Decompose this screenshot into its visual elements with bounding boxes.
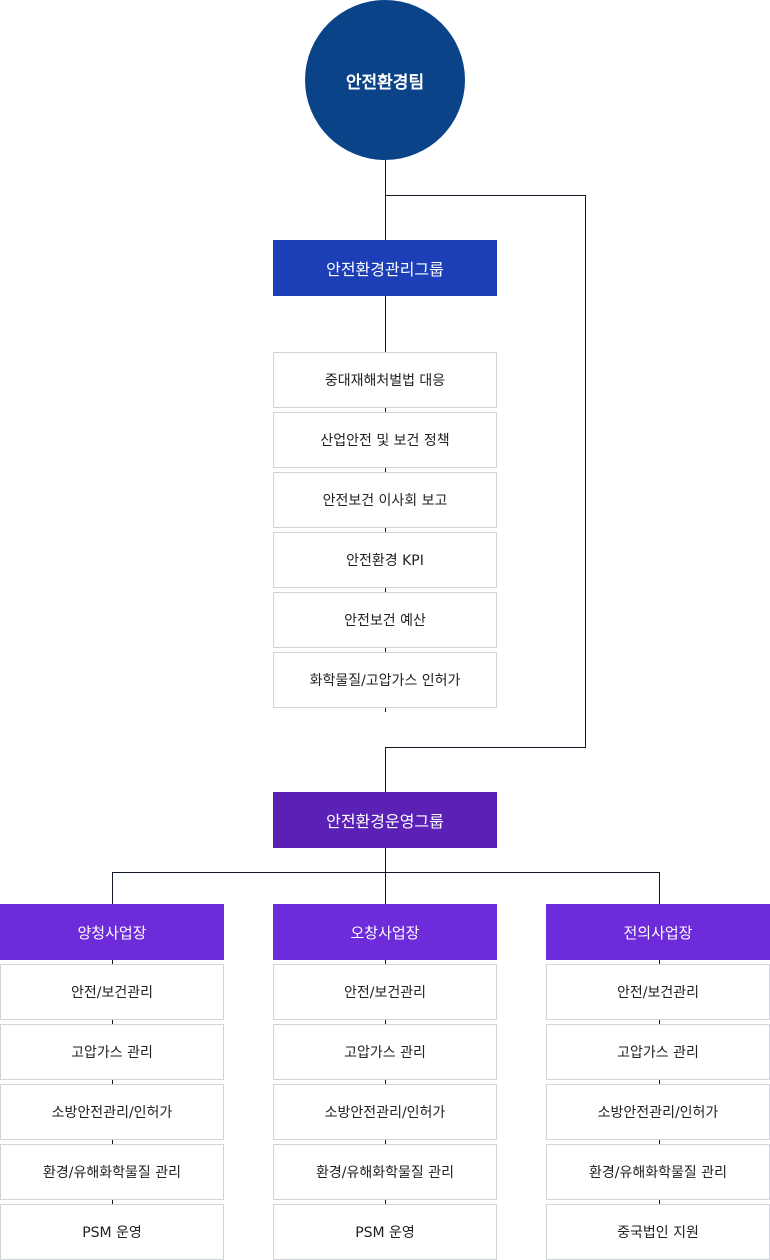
site-duty-item: 안전/보건관리 xyxy=(546,964,770,1020)
mgmt-duty-item: 안전환경 KPI xyxy=(273,532,497,588)
root-team-node: 안전환경팀 xyxy=(305,0,465,160)
mgmt-duty-item: 중대재해처벌법 대응 xyxy=(273,352,497,408)
mgmt-duty-item: 안전보건 예산 xyxy=(273,592,497,648)
site-duty-item: 안전/보건관리 xyxy=(273,964,497,1020)
connector-line xyxy=(385,747,586,748)
site-node: 오창사업장 xyxy=(273,904,497,960)
connector-line xyxy=(385,195,586,196)
connector-line xyxy=(585,195,586,748)
site-duty-item: 소방안전관리/인허가 xyxy=(273,1084,497,1140)
site-duty-item: PSM 운영 xyxy=(0,1204,224,1260)
site-duty-item: 고압가스 관리 xyxy=(546,1024,770,1080)
ops-group-node: 안전환경운영그룹 xyxy=(273,792,497,848)
mgmt-duty-item: 화학물질/고압가스 인허가 xyxy=(273,652,497,708)
site-duty-item: 중국법인 지원 xyxy=(546,1204,770,1260)
site-duty-item: 소방안전관리/인허가 xyxy=(0,1084,224,1140)
site-duty-item: 안전/보건관리 xyxy=(0,964,224,1020)
site-node: 양청사업장 xyxy=(0,904,224,960)
site-duty-item: 환경/유해화학물질 관리 xyxy=(273,1144,497,1200)
connector-line xyxy=(112,872,660,873)
site-duty-item: 고압가스 관리 xyxy=(273,1024,497,1080)
site-node: 전의사업장 xyxy=(546,904,770,960)
site-duty-item: 환경/유해화학물질 관리 xyxy=(546,1144,770,1200)
site-duty-item: PSM 운영 xyxy=(273,1204,497,1260)
site-duty-item: 환경/유해화학물질 관리 xyxy=(0,1144,224,1200)
mgmt-duty-item: 산업안전 및 보건 정책 xyxy=(273,412,497,468)
site-duty-item: 고압가스 관리 xyxy=(0,1024,224,1080)
mgmt-duty-item: 안전보건 이사회 보고 xyxy=(273,472,497,528)
mgmt-group-node: 안전환경관리그룹 xyxy=(273,240,497,296)
site-duty-item: 소방안전관리/인허가 xyxy=(546,1084,770,1140)
